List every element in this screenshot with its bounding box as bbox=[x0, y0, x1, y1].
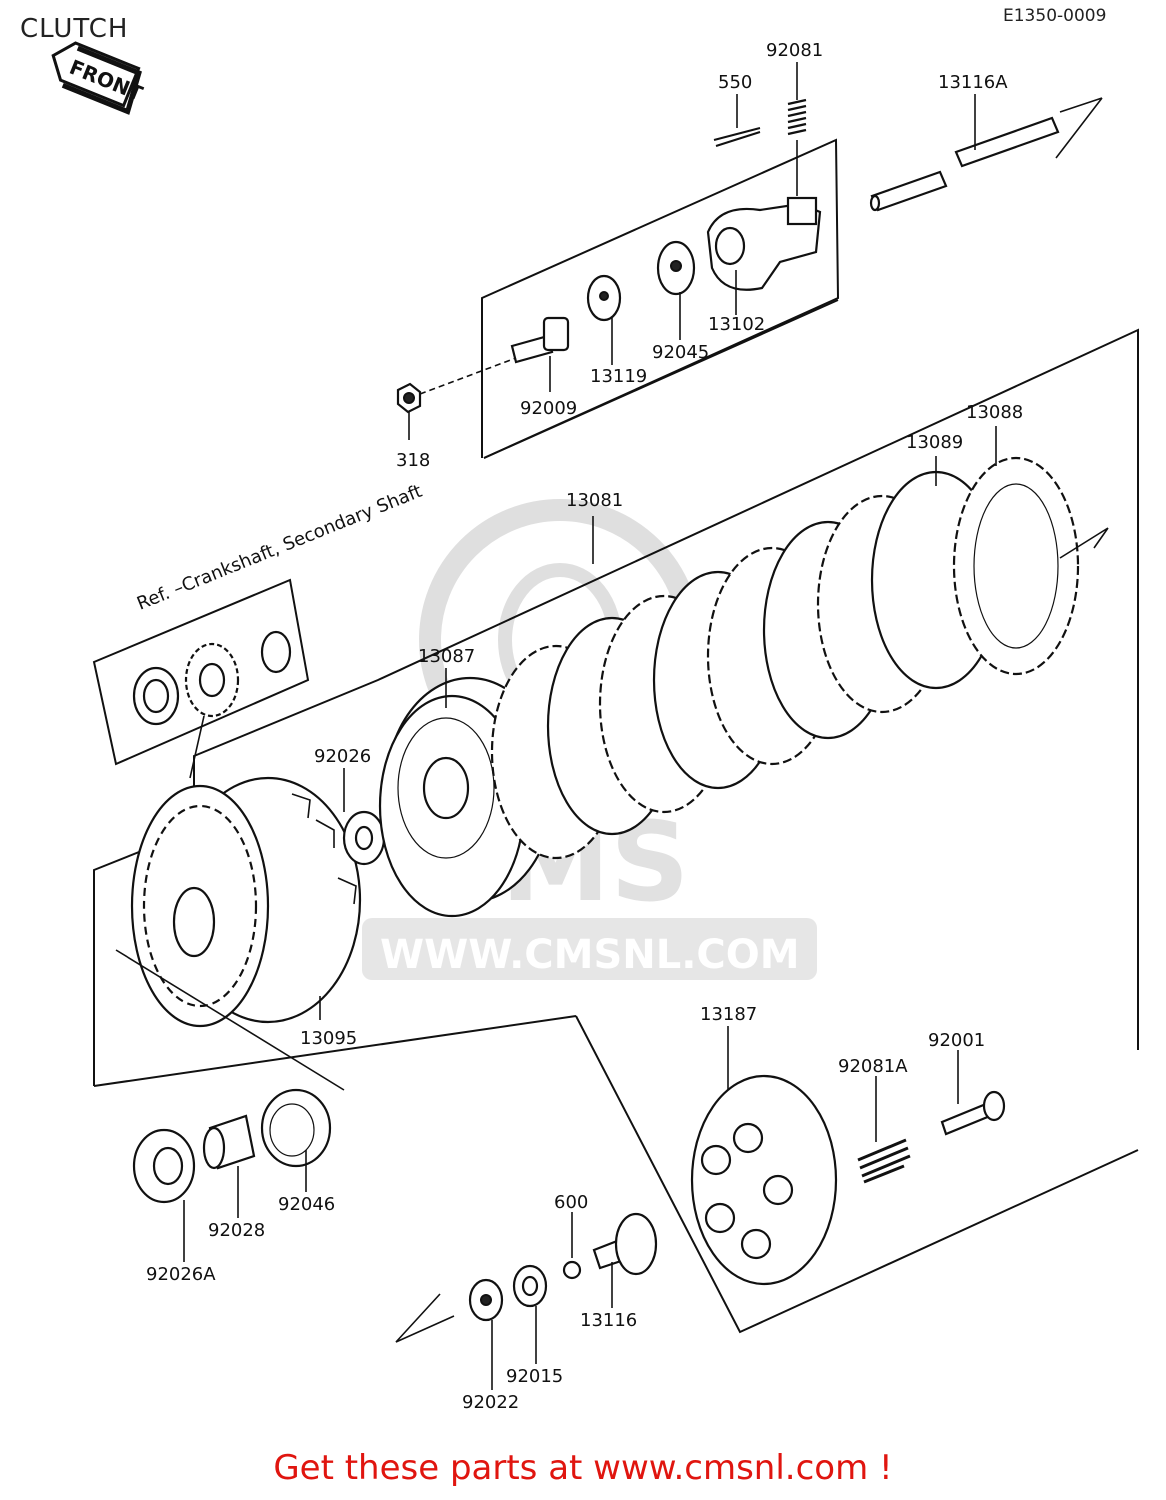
part-92028-sleeve bbox=[202, 1114, 256, 1218]
label-92009: 92009 bbox=[520, 398, 577, 419]
label-13095: 13095 bbox=[300, 1028, 357, 1049]
part-92009-screw bbox=[510, 316, 570, 392]
part-550-pin bbox=[713, 94, 761, 147]
label-92015: 92015 bbox=[506, 1366, 563, 1387]
part-92081-spring bbox=[787, 62, 807, 196]
part-92026-washer bbox=[342, 768, 386, 866]
part-13187-pressure-plate bbox=[690, 1026, 838, 1286]
front-direction-badge: FRONT bbox=[51, 41, 146, 115]
part-13081-friction-plates bbox=[490, 426, 1109, 860]
part-13102-release-lever bbox=[706, 196, 822, 315]
part-92045-plate bbox=[656, 240, 696, 340]
label-92081A: 92081A bbox=[838, 1056, 908, 1077]
part-92026A-washer bbox=[132, 1128, 196, 1262]
part-92015-nut bbox=[512, 1264, 548, 1364]
label-318: 318 bbox=[396, 450, 430, 471]
pressure-plate-box bbox=[575, 1015, 1139, 1334]
label-13089: 13089 bbox=[906, 432, 963, 453]
label-92045: 92045 bbox=[652, 342, 709, 363]
label-13088: 13088 bbox=[966, 402, 1023, 423]
page-title: CLUTCH bbox=[20, 14, 129, 44]
get-parts-link[interactable]: Get these parts at www.cmsnl.com ! bbox=[273, 1448, 893, 1488]
label-550: 550 bbox=[718, 72, 752, 93]
label-600: 600 bbox=[554, 1192, 588, 1213]
part-labels: 92081 550 13116A 13102 92045 13119 92009… bbox=[146, 40, 1023, 1413]
label-13102: 13102 bbox=[708, 314, 765, 335]
part-92001-bolt bbox=[940, 1050, 1006, 1136]
diagram-code: E1350-0009 bbox=[1003, 6, 1107, 26]
clutch-stack-box bbox=[93, 328, 1139, 1086]
part-13116-pushrod bbox=[592, 1212, 658, 1308]
part-318-nut bbox=[396, 357, 517, 440]
part-600-ball bbox=[562, 1212, 582, 1280]
release-assembly-box bbox=[481, 138, 840, 459]
label-92026A: 92026A bbox=[146, 1264, 216, 1285]
crankshaft-reference-box bbox=[92, 578, 310, 779]
label-13116A: 13116A bbox=[938, 72, 1008, 93]
part-92022-washer bbox=[395, 1278, 504, 1390]
part-13116A-rod bbox=[869, 94, 1103, 212]
label-13187: 13187 bbox=[700, 1004, 757, 1025]
label-13087: 13087 bbox=[418, 646, 475, 667]
part-13119-cam bbox=[586, 274, 622, 365]
label-92026: 92026 bbox=[314, 746, 371, 767]
watermark-url: WWW.CMSNL.COM bbox=[380, 932, 800, 978]
label-13081: 13081 bbox=[566, 490, 623, 511]
part-92046-needle-bearing bbox=[260, 1088, 332, 1192]
part-92081A-spring bbox=[857, 1076, 911, 1184]
label-92022: 92022 bbox=[462, 1392, 519, 1413]
label-92081: 92081 bbox=[766, 40, 823, 61]
label-92001: 92001 bbox=[928, 1030, 985, 1051]
part-13095-clutch-housing bbox=[130, 776, 362, 1028]
label-13119: 13119 bbox=[590, 366, 647, 387]
label-13116: 13116 bbox=[580, 1310, 637, 1331]
reference-note: Ref. –Crankshaft, Secondary Shaft bbox=[134, 481, 425, 615]
label-92028: 92028 bbox=[208, 1220, 265, 1241]
label-92046: 92046 bbox=[278, 1194, 335, 1215]
